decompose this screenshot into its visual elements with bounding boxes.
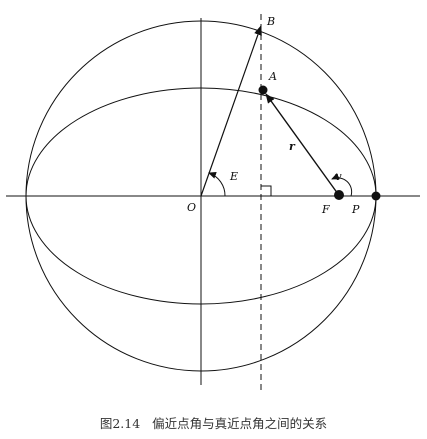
angle-e-arc [208,172,226,197]
figure-caption: 图2.14 偏近点角与真近点角之间的关系 [100,416,327,431]
label-f: F [321,203,330,216]
line-o-to-b [200,25,262,197]
label-r: r [289,140,296,153]
angle-v-arc [331,172,353,197]
point-p [371,191,381,201]
radius-vector-r [265,93,339,195]
label-v: v [335,170,342,183]
label-p: P [351,203,360,216]
label-b: B [266,15,275,28]
label-e: E [229,170,238,183]
point-a [258,85,268,95]
label-a: A [268,70,277,83]
right-angle-marker [261,185,272,196]
label-o: O [187,201,196,214]
point-f [334,190,344,200]
